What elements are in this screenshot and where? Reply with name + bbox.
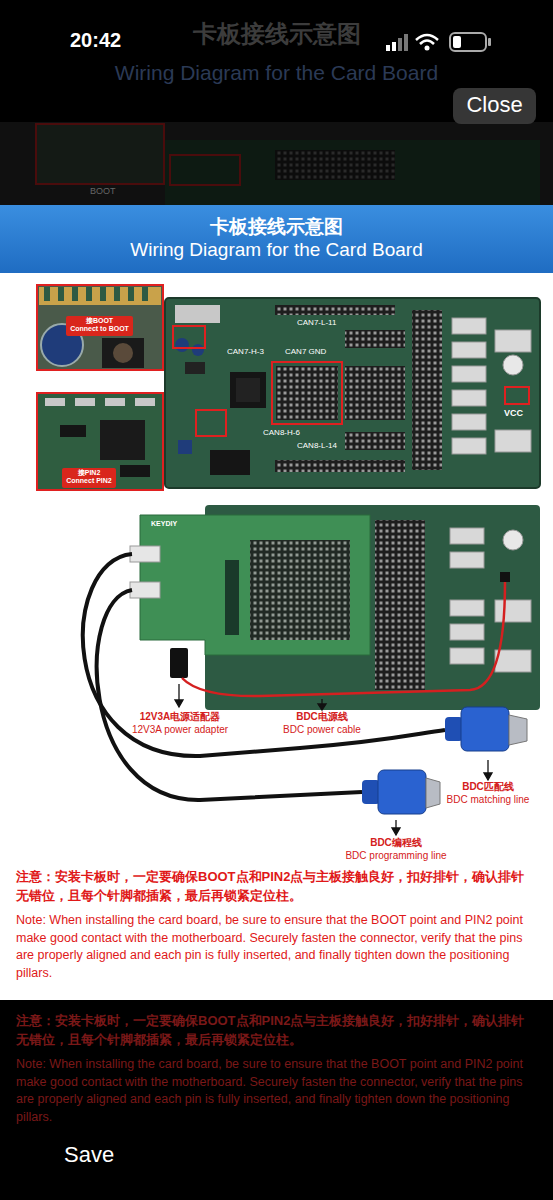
main-board-photo (165, 298, 540, 488)
signal-name: CAN8-H-6 (262, 428, 301, 438)
cables (83, 554, 505, 800)
pin2-inset-photo (37, 393, 163, 490)
node-title: 卡板接线示意图 (6, 216, 547, 239)
faded-title: 卡板接线示意图 (100, 20, 453, 49)
dimmed-background (0, 122, 553, 205)
image-ground (0, 273, 553, 1000)
node-subtitle: Wiring Diagram for the Card Board (6, 239, 547, 262)
save-button: Save (64, 1142, 134, 1168)
callout-tag: 接BOOTConnect to BOOT (66, 316, 133, 336)
part-label: BDC编程线 (331, 837, 461, 849)
signal-name: CAN8-L-14 (296, 441, 338, 451)
programming-connector (362, 770, 440, 814)
node-title: 接BOOT (69, 317, 130, 325)
signal-name: CAN7-L-11 (296, 318, 337, 328)
close-button: Close (453, 88, 536, 124)
part-label: BDC power cable (262, 724, 382, 736)
faded-label: BOOT (90, 186, 130, 197)
part-label: BDC matching line (428, 794, 548, 806)
title-band: 卡板接线示意图Wiring Diagram for the Card Board (0, 205, 553, 273)
signal-name: CAN7-H-3 (226, 347, 265, 357)
part-label: 12V3A power adapter (110, 724, 250, 736)
part-label: BDC匹配线 (428, 781, 548, 793)
part-label: BDC programming line (331, 850, 461, 862)
matching-connector (445, 707, 527, 751)
clock: 20:42 (70, 28, 150, 52)
pin-name: VCC (503, 408, 524, 419)
node-subtitle: Connect to BOOT (69, 325, 130, 333)
card-board-photo (130, 505, 540, 710)
signal-name: CAN7 GND (284, 347, 327, 357)
node-title: Close (465, 92, 524, 118)
note-text: Note: When installing the card board, be… (16, 912, 537, 982)
faded-note: Note: When installing the card board, be… (16, 1056, 537, 1126)
leader-arrows (175, 684, 492, 835)
boot-inset-photo (37, 285, 163, 370)
note-text: 注意：安装卡板时，一定要确保BOOT点和PIN2点与主板接触良好，扣好排针，确认… (16, 868, 537, 906)
callout-tag: 接PIN2Connect PIN2 (62, 468, 116, 488)
node-subtitle: Connect PIN2 (65, 477, 113, 485)
status-icons (386, 33, 491, 51)
brand-mark: KEYDIY (150, 520, 178, 528)
part-label: 12V3A电源适配器 (110, 711, 250, 723)
node-title: 接PIN2 (65, 469, 113, 477)
part-label: BDC电源线 (262, 711, 382, 723)
faded-note: 注意：安装卡板时，一定要确保BOOT点和PIN2点与主板接触良好，扣好排针，确认… (16, 1012, 537, 1050)
faded-title: Wiring Diagram for the Card Board (60, 60, 493, 85)
